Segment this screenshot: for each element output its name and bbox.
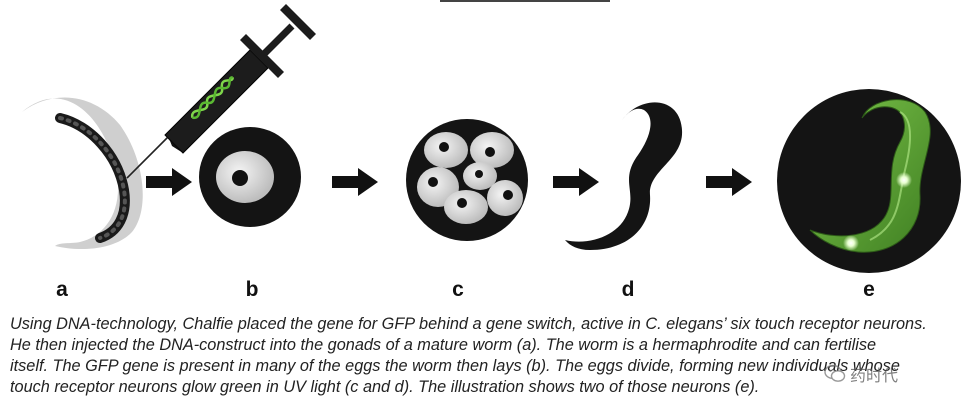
egg-nucleus	[232, 170, 248, 186]
top-clipped-text	[440, 0, 610, 2]
arrow-right-icon	[706, 168, 752, 196]
arrow-right-icon	[332, 168, 378, 196]
arrow-right-icon	[553, 168, 599, 196]
panel-a-mature-worm	[22, 98, 143, 249]
panel-e-glowing-worm	[777, 89, 961, 273]
label-b: b	[246, 278, 259, 302]
label-c: c	[452, 278, 464, 302]
panel-c-dividing-embryo	[406, 119, 528, 241]
arrow-right-icon	[146, 168, 192, 196]
syringe-plunger	[262, 26, 292, 56]
gfp-worm-illustration	[0, 0, 975, 305]
wechat-icon	[824, 364, 846, 384]
touch-neuron-glow	[896, 172, 912, 188]
watermark-text: 药时代	[850, 362, 898, 386]
watermark: 药时代	[824, 359, 944, 389]
caption-line-1: Using DNA-technology, Chalfie placed the…	[10, 314, 970, 335]
touch-neuron-glow	[843, 235, 859, 251]
label-a: a	[56, 278, 68, 302]
label-d: d	[622, 278, 635, 302]
caption-line-2: He then injected the DNA-construct into …	[10, 335, 970, 356]
panel-b-egg	[199, 127, 301, 227]
label-e: e	[863, 278, 875, 302]
